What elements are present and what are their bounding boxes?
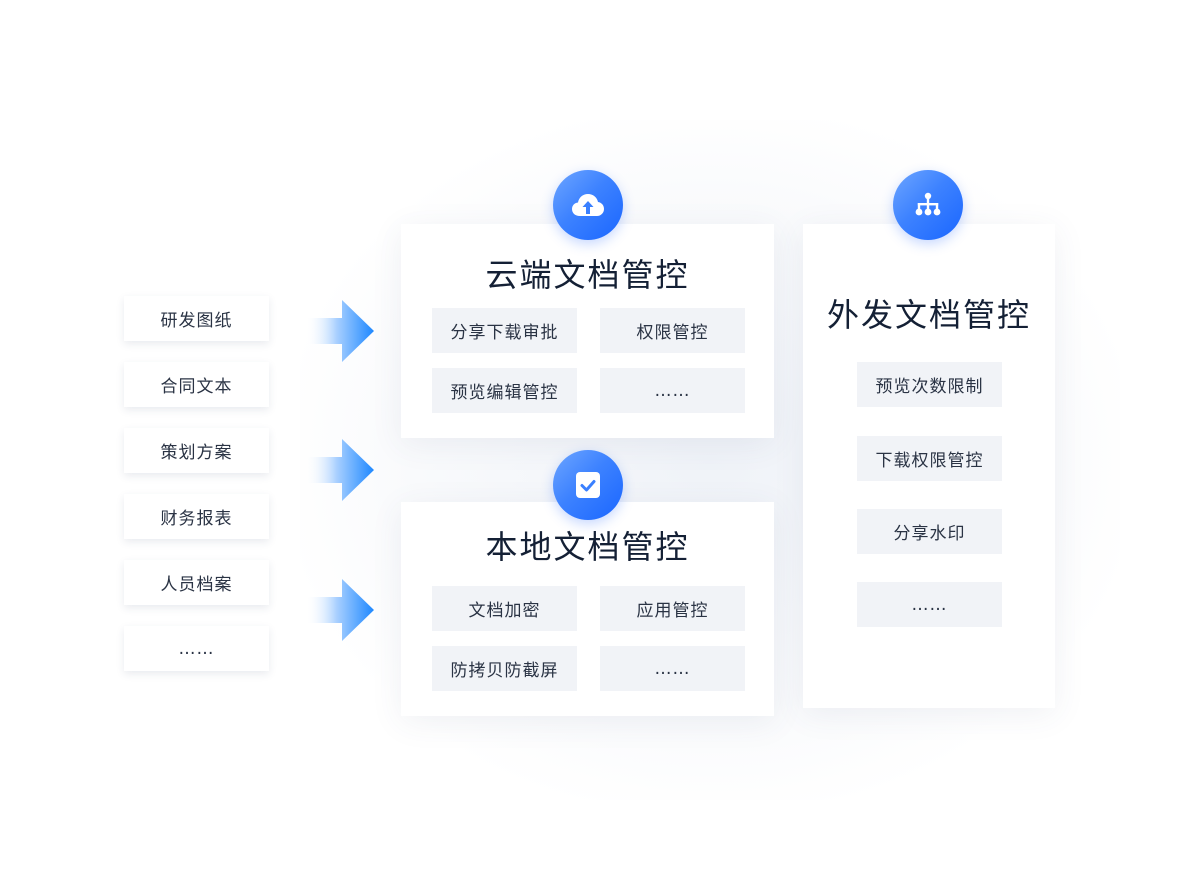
- feature-tag: 应用管控: [600, 586, 745, 631]
- source-item: 研发图纸: [124, 296, 269, 341]
- panel-title: 外发文档管控: [826, 296, 1031, 334]
- panel-title: 本地文档管控: [485, 528, 690, 566]
- feature-tag: ……: [600, 646, 745, 691]
- external-badge: [893, 170, 963, 240]
- checkbox-icon: [576, 472, 600, 498]
- cloud-upload-icon: [572, 194, 604, 216]
- feature-tag: 文档加密: [432, 586, 577, 631]
- source-item-label: 人员档案: [160, 575, 233, 595]
- feature-tag: 分享下载审批: [432, 308, 577, 353]
- cloud-doc-panel: 云端文档管控 分享下载审批 权限管控 预览编辑管控 ……: [401, 224, 774, 438]
- feature-tag: 防拷贝防截屏: [432, 646, 577, 691]
- panel-title: 云端文档管控: [485, 256, 690, 294]
- feature-tag: 下载权限管控: [857, 436, 1002, 481]
- feature-tag: 预览编辑管控: [432, 368, 577, 413]
- feature-tag: 预览次数限制: [857, 362, 1002, 407]
- source-item-label: 合同文本: [160, 377, 233, 397]
- hierarchy-icon: [915, 192, 941, 216]
- feature-tag: 权限管控: [600, 308, 745, 353]
- source-item-label: 研发图纸: [160, 311, 233, 331]
- local-doc-panel: 本地文档管控 文档加密 应用管控 防拷贝防截屏 ……: [401, 502, 774, 716]
- arrow-right-icon: [306, 439, 374, 501]
- feature-tag: 分享水印: [857, 509, 1002, 554]
- cloud-badge: [553, 170, 623, 240]
- source-item: ……: [124, 626, 269, 671]
- arrow-right-icon: [306, 579, 374, 641]
- source-item: 策划方案: [124, 428, 269, 473]
- source-item-label: ……: [178, 638, 215, 659]
- source-item-label: 策划方案: [160, 443, 233, 463]
- external-doc-panel: 外发文档管控 预览次数限制 下载权限管控 分享水印 ……: [803, 224, 1055, 708]
- source-item-label: 财务报表: [160, 509, 233, 529]
- feature-tag: ……: [857, 582, 1002, 627]
- arrow-right-icon: [306, 300, 374, 362]
- local-badge: [553, 450, 623, 520]
- source-item: 合同文本: [124, 362, 269, 407]
- source-item: 人员档案: [124, 560, 269, 605]
- source-item: 财务报表: [124, 494, 269, 539]
- feature-tag: ……: [600, 368, 745, 413]
